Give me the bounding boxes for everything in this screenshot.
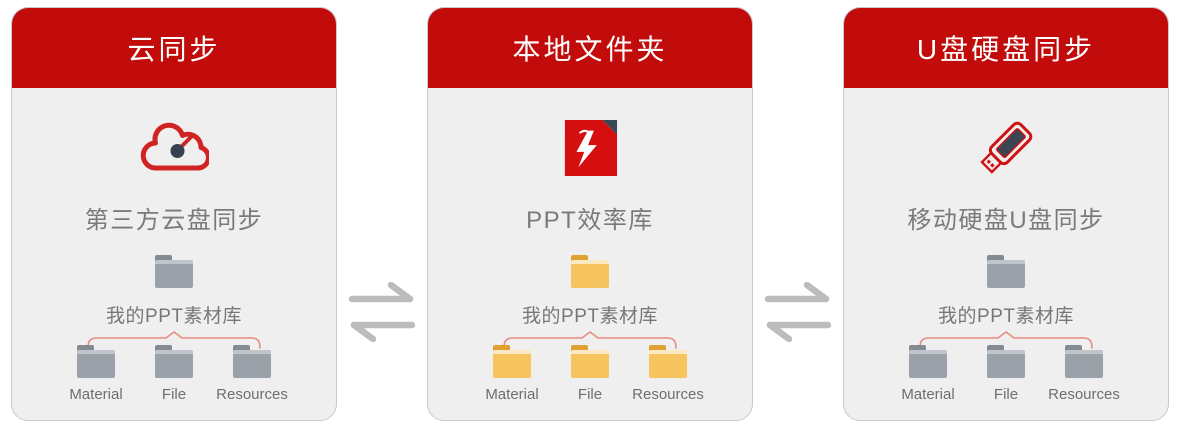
child-folder: Resources	[629, 345, 707, 403]
card-header: 本地文件夹	[428, 8, 752, 88]
sync-arrows-icon	[753, 282, 843, 342]
folder-icon	[987, 345, 1025, 378]
root-folder-icon	[571, 255, 609, 288]
sync-arrows-icon	[337, 282, 427, 342]
folder-icon	[77, 345, 115, 378]
card-body: 第三方云盘同步 我的PPT素材库 Material File	[12, 88, 336, 403]
root-folder-label: 我的PPT素材库	[106, 306, 242, 327]
child-folder: Material	[889, 345, 967, 403]
folder-label: File	[577, 386, 603, 403]
folder-icon	[909, 345, 947, 378]
folder-label: Material	[901, 386, 955, 403]
child-folder: Material	[473, 345, 551, 403]
child-folders: Material File Resources	[57, 345, 291, 403]
folder-label: Material	[485, 386, 539, 403]
child-folder: Material	[57, 345, 135, 403]
card-local-folder: 本地文件夹 PPT效率库 我的PPT素材库	[427, 7, 753, 421]
root-folder-label: 我的PPT素材库	[938, 306, 1074, 327]
child-folder: Resources	[1045, 345, 1123, 403]
card-title: 本地文件夹	[512, 34, 668, 65]
card-body: PPT效率库 我的PPT素材库 Material File	[428, 88, 752, 403]
child-folders: Material File Resources	[473, 345, 707, 403]
brace-connector	[503, 331, 677, 349]
folder-tree: 我的PPT素材库 Material File Resources	[889, 255, 1123, 403]
card-body: 移动硬盘U盘同步 我的PPT素材库 Material File	[844, 88, 1168, 403]
card-title: 云同步	[127, 34, 221, 65]
folder-icon	[571, 345, 609, 378]
folder-tree: 我的PPT素材库 Material File Resources	[57, 255, 291, 403]
ppt-file-icon	[562, 117, 618, 179]
folder-icon	[649, 345, 687, 378]
folder-label: Resources	[1048, 386, 1120, 403]
card-title: U盘硬盘同步	[916, 34, 1096, 65]
card-cloud-sync: 云同步 第三方云盘同步 我的PPT素材库	[11, 7, 337, 421]
card-caption: 第三方云盘同步	[84, 207, 264, 234]
folder-label: Material	[69, 386, 123, 403]
child-folder: File	[551, 345, 629, 403]
child-folder: Resources	[213, 345, 291, 403]
folder-label: Resources	[216, 386, 288, 403]
folder-label: Resources	[632, 386, 704, 403]
card-header: U盘硬盘同步	[844, 8, 1168, 88]
child-folder: File	[135, 345, 213, 403]
card-usb-sync: U盘硬盘同步 移动硬盘U盘同步 我的PPT素材库	[843, 7, 1169, 421]
cloud-sync-icon	[139, 117, 209, 179]
folder-label: File	[161, 386, 187, 403]
root-folder-icon	[987, 255, 1025, 288]
card-caption: 移动硬盘U盘同步	[907, 207, 1105, 234]
card-caption: PPT效率库	[526, 207, 654, 234]
child-folder: File	[967, 345, 1045, 403]
card-header: 云同步	[12, 8, 336, 88]
folder-icon	[493, 345, 531, 378]
folder-tree: 我的PPT素材库 Material File Resources	[473, 255, 707, 403]
root-folder-label: 我的PPT素材库	[522, 306, 658, 327]
brace-connector	[87, 331, 261, 349]
folder-icon	[233, 345, 271, 378]
usb-drive-icon	[974, 117, 1038, 179]
folder-label: File	[993, 386, 1019, 403]
folder-icon	[155, 345, 193, 378]
folder-icon	[1065, 345, 1103, 378]
brace-connector	[919, 331, 1093, 349]
root-folder-icon	[155, 255, 193, 288]
child-folders: Material File Resources	[889, 345, 1123, 403]
